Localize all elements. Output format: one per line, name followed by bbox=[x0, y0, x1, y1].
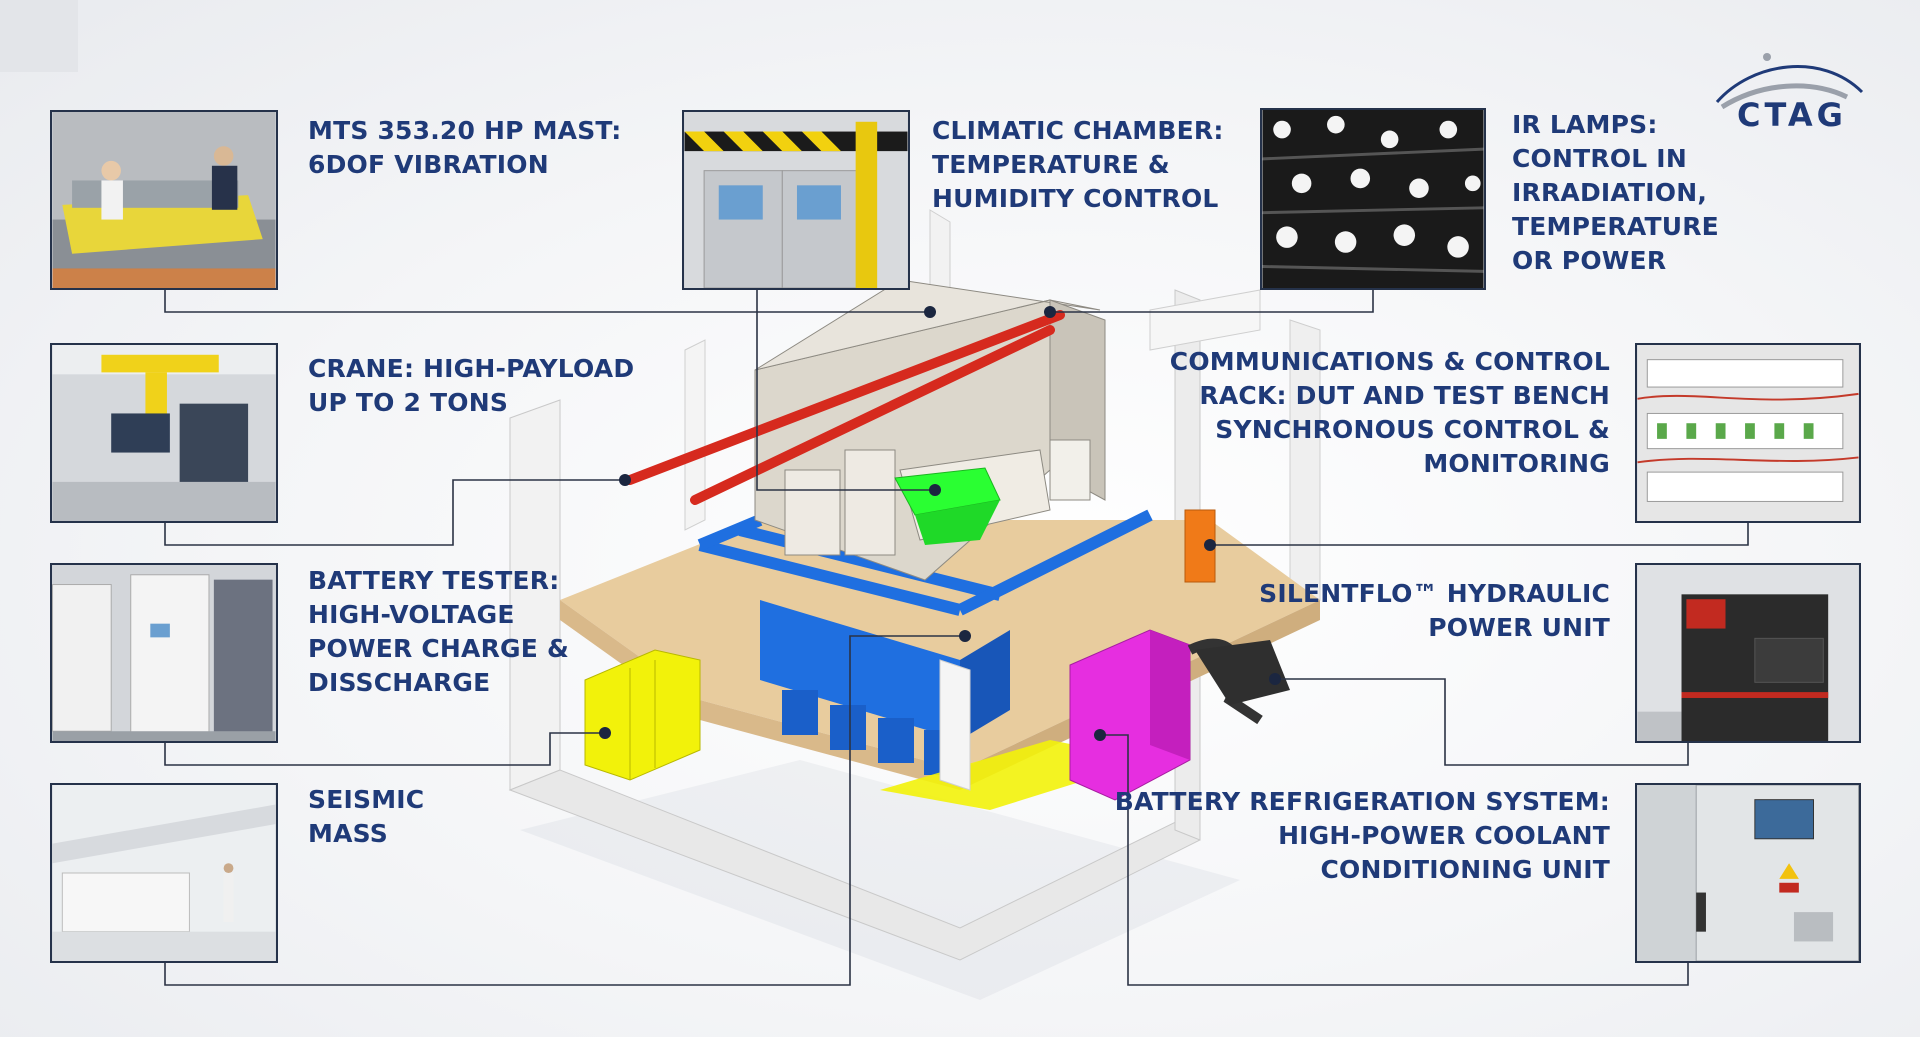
callout-line: SYNCHRONOUS CONTROL & bbox=[1215, 415, 1610, 444]
callout-line: HIGH-VOLTAGE bbox=[308, 600, 515, 629]
callout-crane: CRANE: HIGH-PAYLOAD UP TO 2 TONS bbox=[308, 352, 634, 420]
callout-line: POWER CHARGE & bbox=[308, 634, 569, 663]
photo-hydraulic-power-unit bbox=[1635, 563, 1861, 743]
callout-line: IRRADIATION, bbox=[1512, 178, 1708, 207]
callout-line: BATTERY TESTER: bbox=[308, 566, 560, 595]
callout-climatic-chamber: CLIMATIC CHAMBER: TEMPERATURE & HUMIDITY… bbox=[932, 114, 1224, 216]
control-rack-photo bbox=[1637, 345, 1859, 521]
climatic-chamber-photo bbox=[684, 112, 908, 288]
support-column bbox=[939, 659, 971, 791]
callout-seismic-mass: SEISMIC MASS bbox=[308, 783, 424, 851]
callout-line: HUMIDITY CONTROL bbox=[932, 184, 1219, 213]
seismic-mass-hall-photo bbox=[52, 785, 276, 961]
callout-line: TEMPERATURE bbox=[1512, 212, 1719, 241]
callout-line: HIGH-POWER COOLANT bbox=[1278, 821, 1610, 850]
photo-refrigeration-unit bbox=[1635, 783, 1861, 963]
callout-line: TEMPERATURE & bbox=[932, 150, 1170, 179]
photo-mts-vibration-rig bbox=[50, 110, 278, 290]
callout-line: MASS bbox=[308, 819, 388, 848]
battery-tester-cabinet-photo bbox=[52, 565, 276, 741]
callout-line: CLIMATIC CHAMBER: bbox=[932, 116, 1224, 145]
callout-line: CONTROL IN bbox=[1512, 144, 1687, 173]
callout-line: CONDITIONING UNIT bbox=[1320, 855, 1610, 884]
callout-line: UP TO 2 TONS bbox=[308, 388, 509, 417]
vibration-rig-photo bbox=[52, 112, 276, 288]
corner-decoration bbox=[0, 0, 78, 72]
callout-line: SILENTFLO™ HYDRAULIC bbox=[1259, 579, 1610, 608]
callout-line: MONITORING bbox=[1423, 449, 1610, 478]
callout-line: POWER UNIT bbox=[1428, 613, 1610, 642]
callout-mts-vibration: MTS 353.20 HP MAST: 6DOF VIBRATION bbox=[308, 114, 621, 182]
refrigeration-unit-photo bbox=[1637, 785, 1859, 961]
ctag-logo-text: CTAG bbox=[1737, 96, 1847, 134]
ctag-logo-swoosh-icon bbox=[1715, 53, 1864, 110]
callout-line: OR POWER bbox=[1512, 246, 1667, 275]
photo-seismic-mass-hall bbox=[50, 783, 278, 963]
control-rack-block bbox=[1184, 509, 1216, 583]
photo-ir-lamps bbox=[1260, 108, 1486, 290]
overhead-crane-photo bbox=[52, 345, 276, 521]
hydraulic-power-unit-photo bbox=[1637, 565, 1859, 741]
callout-battery-refrigeration: BATTERY REFRIGERATION SYSTEM: HIGH-POWER… bbox=[1115, 785, 1610, 887]
callout-line: BATTERY REFRIGERATION SYSTEM: bbox=[1114, 787, 1610, 816]
callout-line: DISSCHARGE bbox=[308, 668, 491, 697]
callout-line: COMMUNICATIONS & CONTROL bbox=[1169, 347, 1610, 376]
t-slot-bed-rails bbox=[697, 509, 1153, 616]
callout-ir-lamps: IR LAMPS: CONTROL IN IRRADIATION, TEMPER… bbox=[1512, 108, 1719, 278]
callout-silentflo-hydraulic: SILENTFLO™ HYDRAULIC POWER UNIT bbox=[1259, 577, 1610, 645]
callout-line: RACK: DUT AND TEST BENCH bbox=[1199, 381, 1610, 410]
ir-lamp-array-photo bbox=[1262, 110, 1484, 288]
photo-battery-tester bbox=[50, 563, 278, 743]
callout-line: CRANE: HIGH-PAYLOAD bbox=[308, 354, 635, 383]
callout-line: IR LAMPS: bbox=[1512, 110, 1658, 139]
photo-climatic-chamber bbox=[682, 110, 910, 290]
photo-overhead-crane bbox=[50, 343, 278, 523]
callout-line: SEISMIC bbox=[308, 785, 425, 814]
callout-line: 6DOF VIBRATION bbox=[308, 150, 549, 179]
callout-battery-tester: BATTERY TESTER: HIGH-VOLTAGE POWER CHARG… bbox=[308, 564, 569, 700]
callout-communications-rack: COMMUNICATIONS & CONTROL RACK: DUT AND T… bbox=[1170, 345, 1610, 481]
photo-control-rack bbox=[1635, 343, 1861, 523]
callout-line: MTS 353.20 HP MAST: bbox=[308, 116, 622, 145]
